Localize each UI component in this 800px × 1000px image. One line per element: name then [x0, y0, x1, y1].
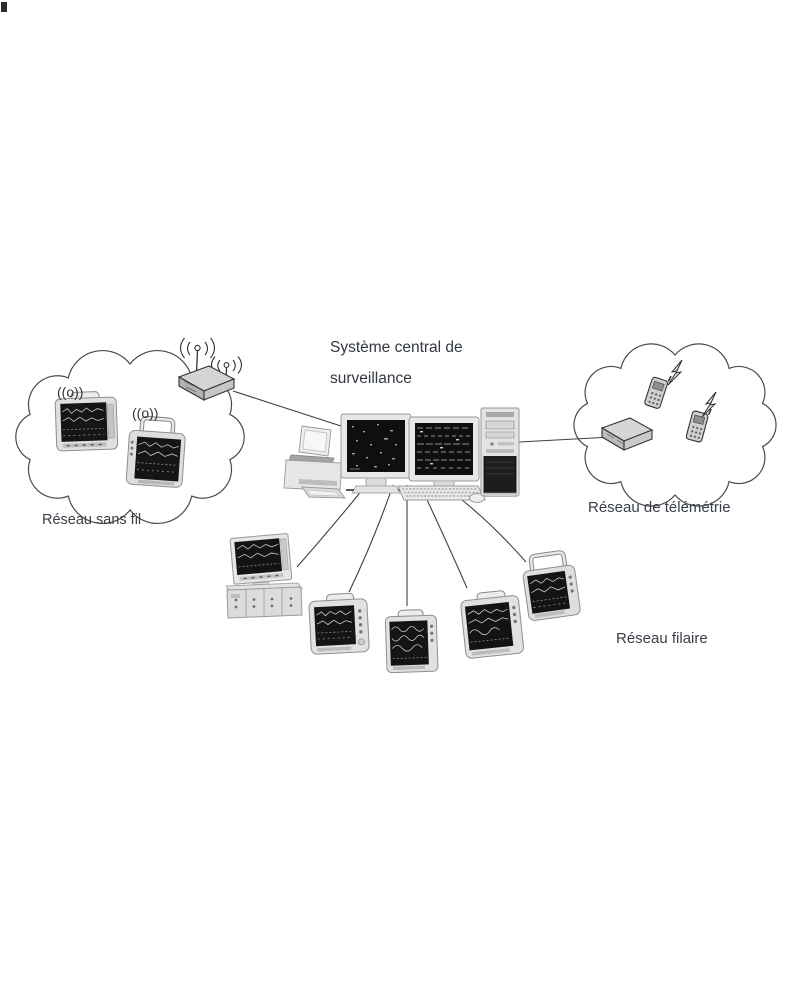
screen-specks: [352, 424, 397, 468]
screen-trend-rows: [417, 427, 471, 469]
wireless-signal-icon: ((o)): [57, 384, 83, 400]
link-central-monitor4: [420, 486, 468, 589]
waveforms: [530, 577, 568, 608]
link-central-telemetry: [518, 436, 613, 443]
waveforms: [316, 610, 353, 640]
central-monitor-right: [408, 416, 480, 496]
side-buttons: [512, 605, 517, 624]
telemetry-receiver-icon: [600, 417, 654, 451]
link-central-monitor5: [451, 491, 527, 563]
keypad-dots: [648, 392, 662, 406]
wireless-access-point-icon: [177, 337, 243, 401]
link-central-monitor2: [348, 484, 394, 593]
mouse-icon: [469, 493, 485, 503]
page-corner-artifact: [1, 2, 7, 12]
wired-patient-monitor-2: [308, 592, 370, 655]
waveforms: [236, 544, 280, 568]
module-connectors: [234, 597, 293, 609]
side-buttons: [429, 624, 434, 642]
central-monitor-left: [340, 413, 412, 494]
label-wired-network: Réseau filaire: [616, 630, 708, 647]
keyboard-icon: [397, 485, 486, 501]
keypad-dots: [689, 425, 703, 439]
waveforms: [136, 441, 179, 473]
side-buttons: [568, 575, 574, 593]
label-telemetry-network: Réseau de télémétrie: [588, 499, 731, 516]
wireless-patient-monitor-2: [125, 415, 186, 488]
diagram-title-line1: Système central de: [330, 339, 463, 356]
wired-patient-monitor-5: [522, 550, 581, 621]
telemetry-transmitter-2: [685, 408, 712, 443]
diagram-title: Système central de surveillance: [330, 332, 463, 394]
telemetry-network-cloud: [573, 343, 777, 507]
lightning-bolt-icon: [667, 359, 683, 386]
diagram-title-line2: surveillance: [330, 370, 412, 387]
waveforms: [391, 626, 427, 660]
telemetry-transmitter-1: [644, 375, 672, 409]
printer-icon: [283, 425, 346, 499]
side-buttons: [358, 609, 363, 634]
lightning-bolt-icon: [701, 391, 717, 418]
wired-modular-monitor: [225, 533, 303, 619]
link-central-monitor1: [296, 488, 364, 568]
waveforms: [467, 608, 511, 643]
label-wireless-network: Réseau sans fil: [42, 512, 142, 528]
wired-patient-monitor-4: [460, 590, 524, 659]
wireless-patient-monitor-1: [54, 391, 119, 452]
wired-patient-monitor-3: [384, 609, 439, 674]
waveforms: [62, 407, 105, 437]
wireless-signal-icon: ((o)): [132, 405, 158, 421]
computer-tower-icon: [480, 407, 520, 497]
link-accesspoint-central: [232, 390, 345, 428]
screen-specks: [420, 431, 459, 465]
